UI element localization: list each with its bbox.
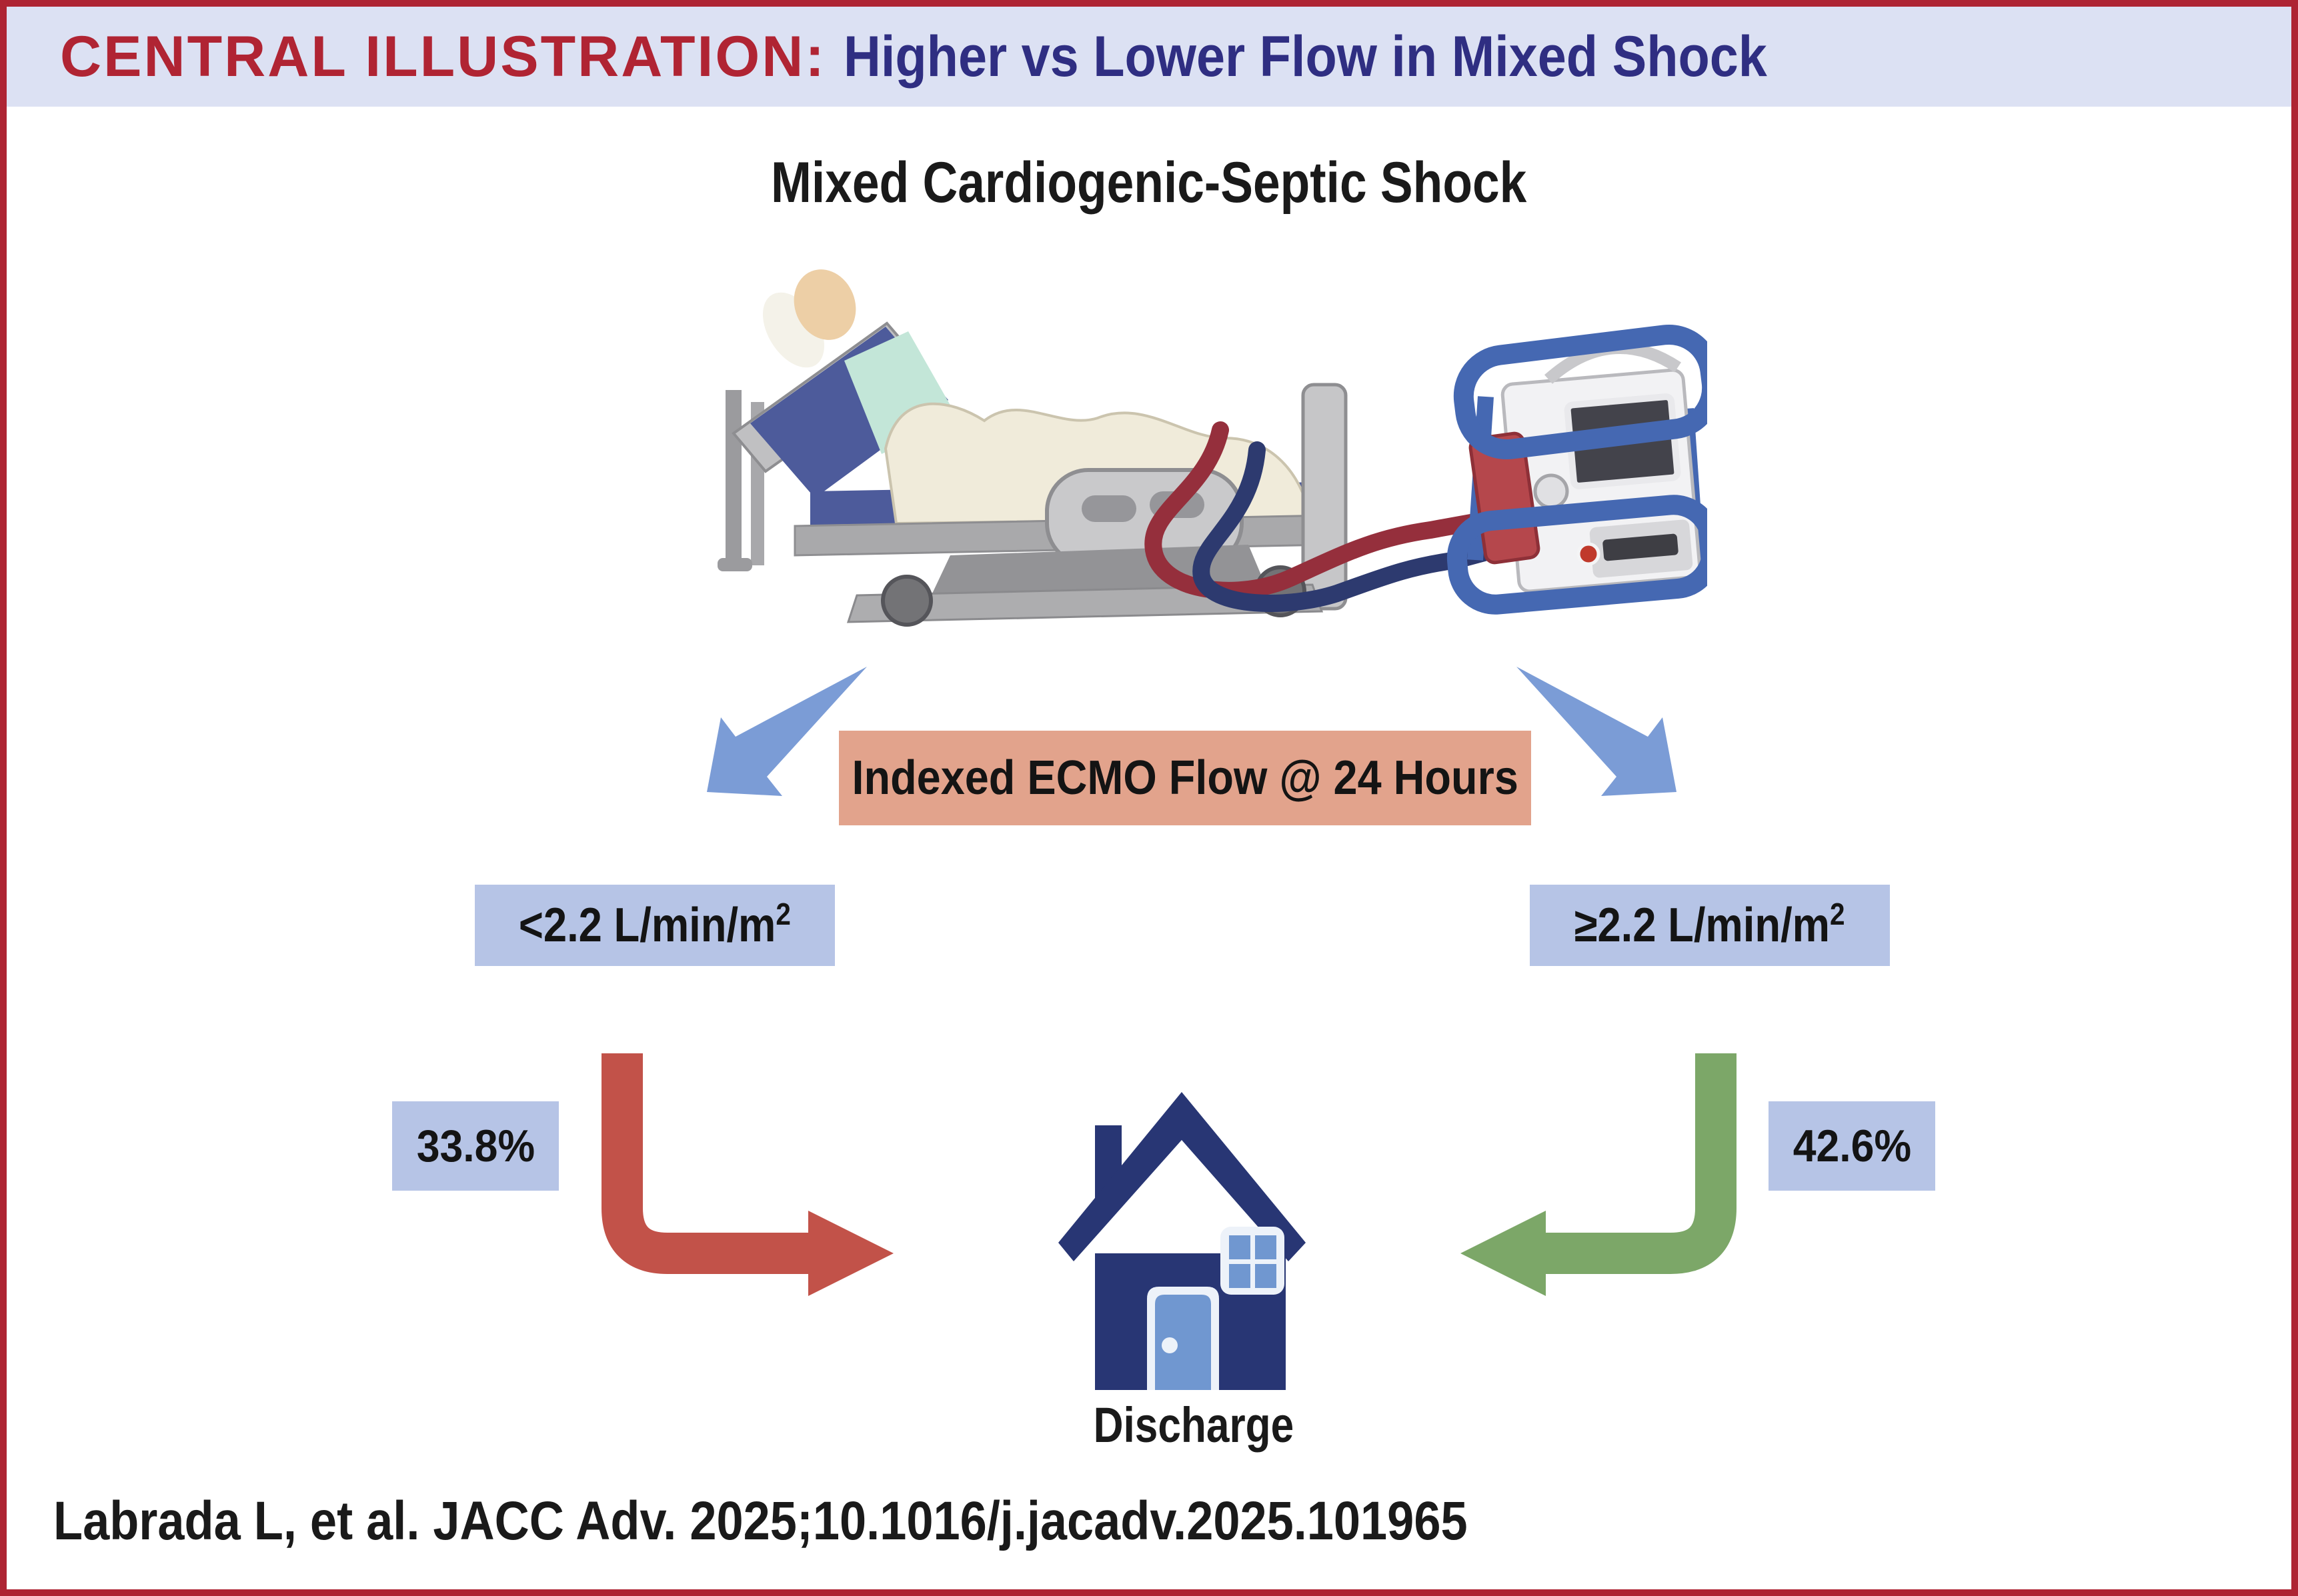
bed-wheel <box>881 575 933 627</box>
low-flow-discharge-rate-box: 33.8% <box>392 1101 559 1191</box>
citation: Labrada L, et al. JACC Adv. 2025;10.1016… <box>53 1491 1468 1551</box>
high-flow-criterion-box: ≥2.2 L/min/m2 <box>1530 885 1890 966</box>
diagram-title: Mixed Cardiogenic-Septic Shock <box>771 151 1527 215</box>
house-icon <box>1058 1092 1306 1390</box>
ecmo-frame-top <box>1453 324 1707 460</box>
figure-header-title: Higher vs Lower Flow in Mixed Shock <box>844 24 1767 89</box>
ecmo-frame-bottom <box>1446 495 1707 615</box>
figure-header: CENTRAL ILLUSTRATION: Higher vs Lower Fl… <box>7 7 2291 107</box>
elbow-arrow-left-green-icon <box>1460 1053 1737 1296</box>
central-illustration-label: CENTRAL ILLUSTRATION: <box>60 24 827 89</box>
ecmo-machine <box>1446 324 1707 615</box>
low-flow-criterion-box: <2.2 L/min/m2 <box>475 885 835 966</box>
superscript-2: 2 <box>776 897 792 931</box>
arrow-down-left-icon <box>707 667 867 796</box>
bed-post <box>726 390 742 563</box>
high-flow-discharge-rate-box: 42.6% <box>1769 1101 1935 1191</box>
patient-bed-ecmo-illustration <box>718 269 1707 627</box>
superscript-2: 2 <box>1830 897 1845 931</box>
venous-tube <box>1192 441 1508 612</box>
door <box>1155 1295 1211 1390</box>
door-knob <box>1162 1337 1178 1353</box>
patient-head <box>794 269 856 340</box>
outcome-label: Discharge <box>1093 1397 1294 1453</box>
arrow-down-right-icon <box>1516 667 1676 796</box>
ecmo-knob <box>1533 473 1569 509</box>
elbow-arrow-right-red-icon <box>602 1053 894 1296</box>
flow-label-box: Indexed ECMO Flow @ 24 Hours <box>839 731 1531 825</box>
